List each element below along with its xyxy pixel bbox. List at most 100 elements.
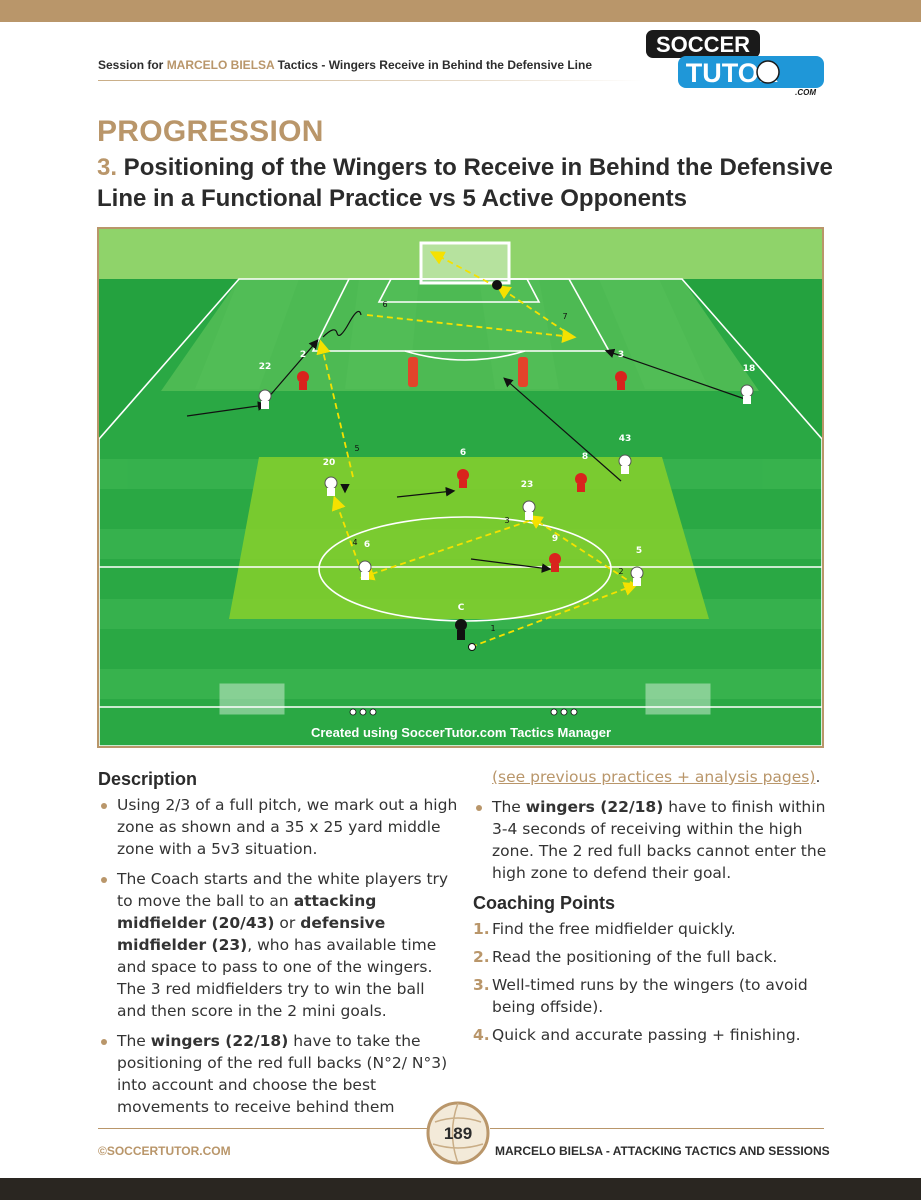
description-bullet-3: The wingers (22/18) have to take the pos… [98,1030,458,1118]
footer-rule-left [98,1128,428,1129]
coach [455,619,467,640]
coaching-point-2-text: Read the positioning of the full back. [492,948,778,966]
player-white-23 [522,500,536,520]
coaching-point-2: 2.Read the positioning of the full back. [473,946,833,968]
player-red-9 [549,553,561,572]
bullet-2-text-a: The Coach starts and the white players t… [117,870,449,910]
player-white-43 [618,454,632,474]
player-red-6 [457,469,469,488]
description-list-continued: The wingers (22/18) have to finish withi… [473,796,833,884]
diagram-caption: Created using SoccerTutor.com Tactics Ma… [311,725,611,740]
bottom-bar [0,1178,921,1200]
description-list: Using 2/3 of a full pitch, we mark out a… [98,794,458,1118]
header-name: MARCELO BIELSA [166,58,275,72]
seq-3: 3 [504,516,509,525]
bullet-4-text-b: have to finish within 3-4 seconds of rec… [492,798,827,882]
ball-seams [432,1102,484,1164]
bullet-1-text: Using 2/3 of a full pitch, we mark out a… [117,796,458,858]
coaching-point-1-text: Find the free midfielder quickly. [492,920,736,938]
footer-book-title: MARCELO BIELSA - ATTACKING TACTICS AND S… [495,1144,830,1158]
coaching-point-1: 1.Find the free midfielder quickly. [473,918,833,940]
label-2: 2 [300,350,306,360]
coaching-point-3-text: Well-timed runs by the wingers (to avoid… [492,976,808,1016]
label-5: 5 [636,546,642,556]
label-18: 18 [743,364,756,374]
label-8: 8 [582,452,588,462]
mannequin-left [408,357,418,387]
footer-copyright: ©SOCCERTUTOR.COM [98,1144,231,1158]
coaching-point-4: 4.Quick and accurate passing + finishing… [473,1024,833,1046]
mannequin-right [518,357,528,387]
player-white-5 [630,566,644,586]
header-prefix: Session for [98,58,167,72]
label-9: 9 [552,534,558,544]
player-white-22 [258,389,272,409]
coaching-point-4-number: 4. [473,1026,490,1044]
middle-zone [229,457,709,619]
players [258,280,754,651]
bullet-2-bold-b: defensive midfielder (23) [117,914,386,954]
seq-7: 7 [562,312,567,321]
header-rule [98,80,643,81]
label-20: 20 [323,458,336,468]
pitch-svg: 22 2 3 18 43 20 6 8 23 6 9 5 C 1 2 3 4 5… [99,229,822,746]
section-title: PROGRESSION [97,115,324,148]
description-bullet-1: Using 2/3 of a full pitch, we mark out a… [98,794,458,860]
practice-number: 3. [97,154,118,181]
bullet-3-end: . [815,768,821,786]
label-coach: C [458,603,465,613]
player-white-20 [324,476,338,496]
bullet-2-text-b: or [274,914,301,932]
logo-top-box [646,30,760,58]
spare-balls [349,708,578,716]
soccertutor-logo: SOCCER TUTOR .COM [646,30,824,97]
player-white-6 [358,560,372,580]
label-6-white: 6 [364,540,370,550]
label-3: 3 [618,350,624,360]
label-22: 22 [259,362,272,372]
practice-title-text: Positioning of the Wingers to Receive in… [97,154,833,212]
coaching-points-list: 1.Find the free midfielder quickly. 2.Re… [473,918,833,1046]
logo-bottom-box [678,56,824,88]
player-red-2 [297,371,309,390]
bullet-3-continuation: (see previous practices + analysis pages… [473,766,833,788]
mini-goal-left [219,683,285,715]
seq-4: 4 [352,538,357,547]
description-bullet-2: The Coach starts and the white players t… [98,868,458,1022]
player-labels: 22 2 3 18 43 20 6 8 23 6 9 5 C [259,350,756,613]
high-zone [161,279,759,391]
seq-1: 1 [490,624,495,633]
ball-icon [468,643,476,651]
bullet-4-bold: wingers (22/18) [525,798,664,816]
mini-goal-right [645,683,711,715]
logo-text-soccer: SOCCER [656,32,750,57]
label-43: 43 [619,434,632,444]
label-23: 23 [521,480,534,490]
seq-6: 6 [382,300,387,309]
run-arrows [186,339,746,573]
goalkeeper [492,280,502,290]
bullet-3-text-b: have to take the positioning of the red … [117,1032,448,1116]
running-header: Session for MARCELO BIELSA Tactics - Win… [98,58,592,72]
bullet-4-text-a: The [492,798,526,816]
coaching-heading: Coaching Points [473,893,616,913]
header-suffix: Tactics - Wingers Receive in Behind the … [274,58,593,72]
sequence-labels: 1 2 3 4 5 6 7 [352,300,623,633]
page-number: 189 [444,1124,472,1143]
bullet-3-bold: wingers (22/18) [150,1032,289,1050]
logo-ball-icon [756,60,780,84]
player-white-18 [740,384,754,404]
coaching-point-3: 3.Well-timed runs by the wingers (to avo… [473,974,833,1018]
previous-practices-link[interactable]: (see previous practices + analysis pages… [492,768,816,786]
coaching-point-3-number: 3. [473,976,490,994]
tactics-diagram: 22 2 3 18 43 20 6 8 23 6 9 5 C 1 2 3 4 5… [97,227,824,748]
seq-5: 5 [354,444,359,453]
page-number-ball: 189 [426,1101,490,1165]
player-red-8 [575,473,587,492]
winger-run-wave [322,310,362,338]
pass-arrows [316,251,639,648]
bullet-2-text-c: , who has available time and space to pa… [117,936,437,1020]
top-bar [0,0,921,22]
description-heading: Description [98,769,198,789]
main-goal [419,241,511,285]
